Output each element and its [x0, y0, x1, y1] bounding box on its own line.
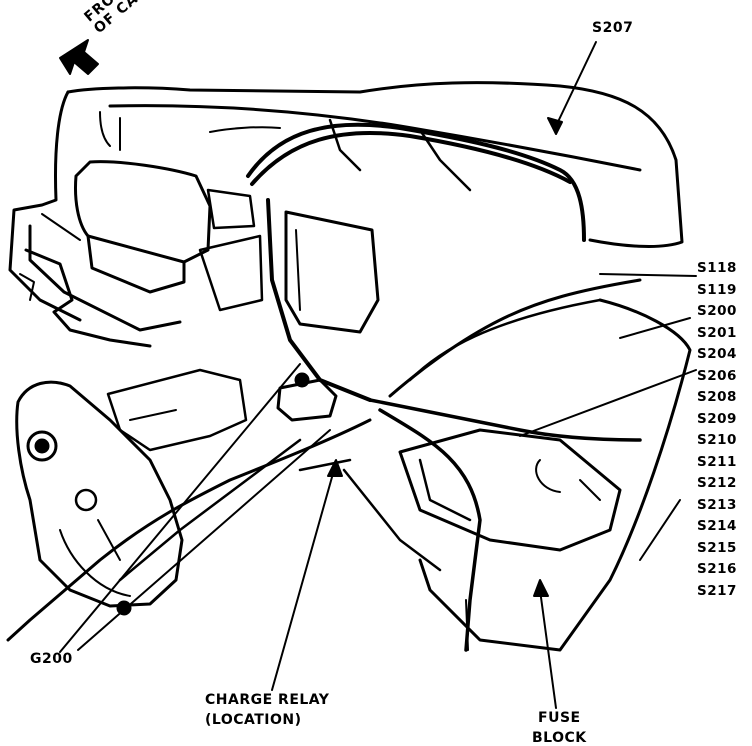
charge-relay-line2: (LOCATION): [205, 712, 302, 728]
splice-label: S204: [697, 346, 737, 362]
main-wiring-harness: [6, 118, 642, 652]
charge-relay-line1: CHARGE RELAY: [205, 692, 330, 708]
leader-lines: [59, 41, 697, 709]
splice-label: S214: [697, 518, 737, 534]
charge-relay-label: CHARGE RELAY (LOCATION): [205, 692, 329, 728]
splice-label: S215: [697, 539, 737, 556]
splice-label: S210: [697, 432, 737, 448]
splice-s207-label: S207: [592, 20, 634, 36]
splice-label: S208: [697, 389, 737, 405]
ground-g200-label: G200: [30, 651, 73, 667]
front-arrow-icon: [59, 39, 99, 75]
splice-label: S217: [697, 582, 737, 599]
fuse-block-line2: BLOCK: [532, 730, 587, 746]
fuse-block-panel: [298, 298, 692, 652]
splice-label: S118: [697, 260, 737, 276]
charge-relay: [276, 372, 338, 422]
fuse-block-line1: FUSE: [538, 710, 581, 726]
splice-label: S119: [697, 281, 737, 298]
splice-label: S200: [697, 303, 737, 319]
splice-label: S213: [697, 496, 737, 513]
splice-label: S212: [697, 475, 737, 491]
transmission-housing: [15, 368, 248, 616]
splice-label: S206: [697, 367, 737, 384]
splice-label: S216: [697, 561, 737, 577]
splice-label: S201: [697, 324, 737, 341]
fuse-block-label: FUSE BLOCK: [532, 710, 587, 746]
splice-label: S209: [697, 410, 737, 427]
splice-label: S211: [697, 453, 737, 470]
heater-housing: [19, 160, 212, 348]
center-duct: [198, 188, 380, 334]
